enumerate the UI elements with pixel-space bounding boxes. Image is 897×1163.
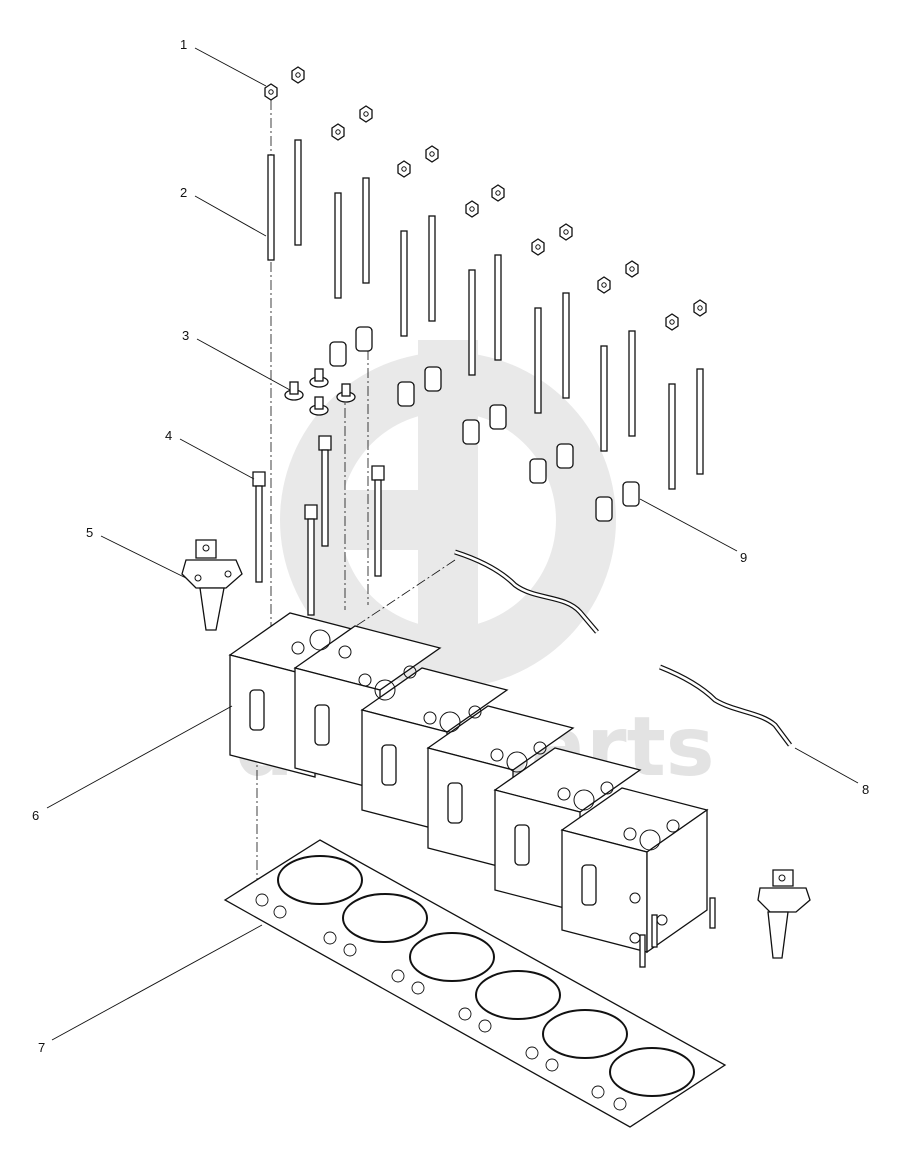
nut xyxy=(359,105,373,123)
nut xyxy=(291,66,305,84)
sleeve xyxy=(355,326,373,352)
sleeve xyxy=(489,404,507,430)
nut xyxy=(559,223,573,241)
bolt xyxy=(371,465,385,577)
nut xyxy=(531,238,545,256)
sleeve xyxy=(329,341,347,367)
callout-7: 7 xyxy=(38,1040,45,1055)
bolt xyxy=(252,471,266,583)
nut xyxy=(665,313,679,331)
callout-1: 1 xyxy=(180,37,187,52)
stud xyxy=(494,254,502,361)
nut xyxy=(331,123,345,141)
head-3 xyxy=(360,667,509,833)
stud xyxy=(696,368,704,475)
sleeve xyxy=(424,366,442,392)
stud xyxy=(468,269,476,376)
sleeve xyxy=(397,381,415,407)
stud xyxy=(668,383,676,490)
fuel-pipes xyxy=(454,549,792,747)
sleeve xyxy=(595,496,613,522)
callout-6: 6 xyxy=(32,808,39,823)
nut xyxy=(625,260,639,278)
nut xyxy=(597,276,611,294)
head-2 xyxy=(293,625,442,791)
bolts xyxy=(252,435,385,616)
bolt xyxy=(318,435,332,547)
nut xyxy=(693,299,707,317)
callout-5: 5 xyxy=(86,525,93,540)
leader-lines xyxy=(46,47,859,1041)
sleeve xyxy=(622,481,640,507)
sleeve xyxy=(529,458,547,484)
callout-labels: 1 2 3 4 5 6 7 8 9 xyxy=(32,37,869,1055)
nut xyxy=(491,184,505,202)
fitting xyxy=(336,383,356,403)
stud xyxy=(428,215,436,322)
stud xyxy=(628,330,636,437)
nut xyxy=(397,160,411,178)
head-6 xyxy=(560,787,709,954)
head-pins xyxy=(639,897,716,968)
fitting xyxy=(284,381,304,401)
stud xyxy=(400,230,408,337)
nuts xyxy=(264,66,707,331)
stud xyxy=(362,177,370,284)
head-4 xyxy=(426,705,575,871)
stud xyxy=(534,307,542,414)
callout-9: 9 xyxy=(740,550,747,565)
sleeve xyxy=(462,419,480,445)
sleeves xyxy=(329,326,640,522)
callout-8: 8 xyxy=(862,782,869,797)
callout-3: 3 xyxy=(182,328,189,343)
nut xyxy=(425,145,439,163)
nut xyxy=(465,200,479,218)
stud xyxy=(600,345,608,452)
callout-2: 2 xyxy=(180,185,187,200)
injector-bracket-right xyxy=(757,869,811,959)
fittings xyxy=(284,368,356,416)
head-top-details xyxy=(291,629,680,851)
cylinder-heads xyxy=(228,612,716,968)
sleeve xyxy=(556,443,574,469)
studs xyxy=(267,139,704,490)
fitting xyxy=(309,396,329,416)
head-1 xyxy=(228,612,377,778)
stud xyxy=(294,139,302,246)
injector-bracket-left xyxy=(181,539,243,631)
stud xyxy=(562,292,570,399)
head-gasket xyxy=(223,839,727,1128)
head-5 xyxy=(493,747,642,913)
stud xyxy=(267,154,275,261)
nut xyxy=(264,83,278,101)
callout-4: 4 xyxy=(165,428,172,443)
fitting xyxy=(309,368,329,388)
stud xyxy=(334,192,342,299)
bolt xyxy=(304,504,318,616)
